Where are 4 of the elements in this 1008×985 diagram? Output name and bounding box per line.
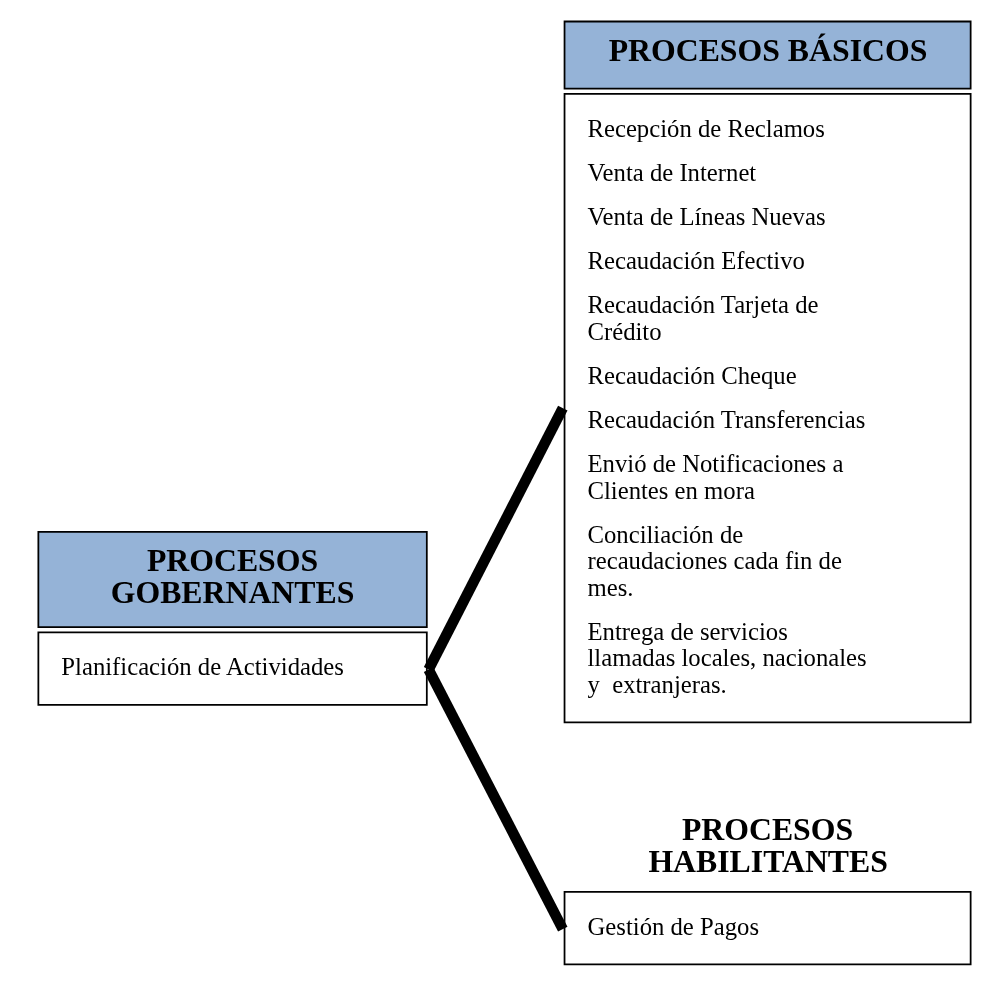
node-label: PROCESOS HABILITANTES — [647, 811, 888, 879]
connector — [423, 667, 567, 932]
node-box: Gestión de Pagos — [563, 891, 972, 966]
connector — [423, 405, 567, 672]
